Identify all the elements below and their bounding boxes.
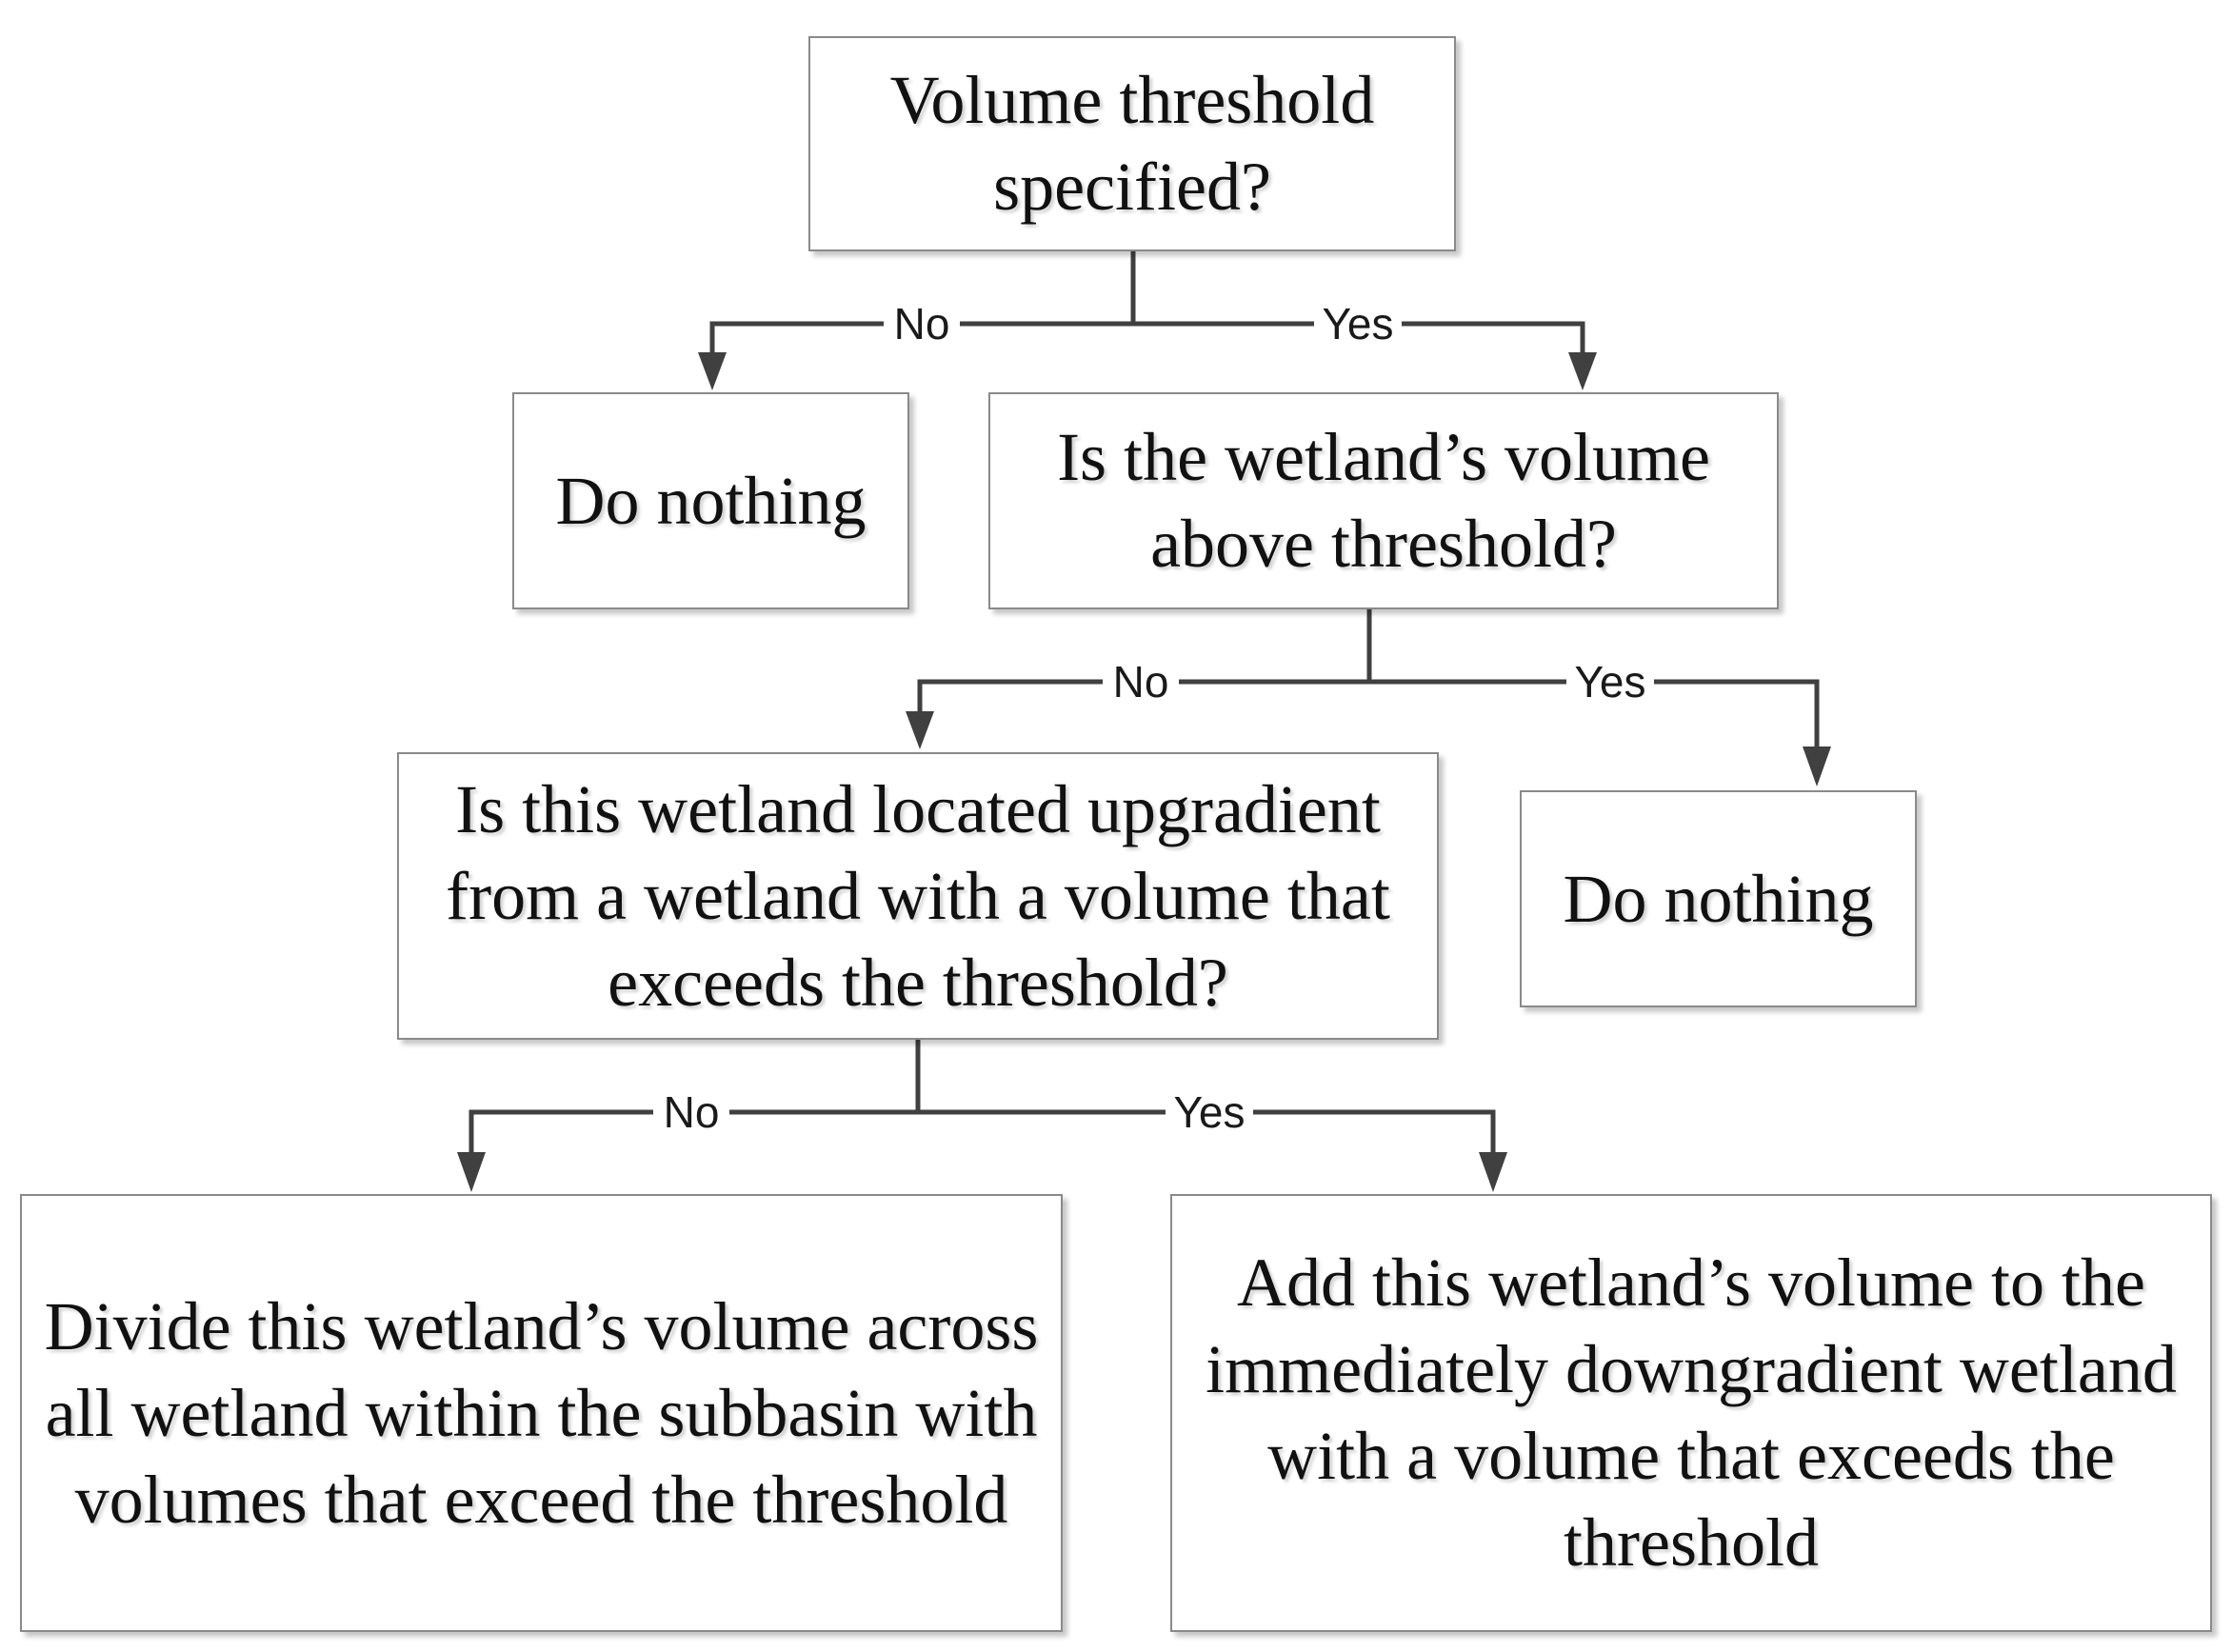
arrowhead-q3-no: [457, 1152, 486, 1192]
connector-q2-yes: [1369, 679, 1820, 754]
connector-q3-yes: [918, 1109, 1496, 1160]
edge-label-q1-yes: Yes: [1322, 299, 1393, 348]
connector-q3-no: [468, 1109, 918, 1160]
arrowhead-q3-yes: [1479, 1152, 1507, 1192]
node-add-volume: Add this wetland’s volume to the immedia…: [1170, 1194, 2212, 1632]
edge-label-q2-no: No: [1113, 657, 1169, 707]
connector-q2-no: [917, 679, 1369, 719]
node-do-nothing-1: Do nothing: [512, 392, 909, 609]
edge-label-q2-yes: Yes: [1574, 657, 1645, 707]
arrowhead-q1-no: [698, 352, 727, 390]
node-text: Do nothing: [1563, 860, 1874, 937]
node-text: Is this wetland located upgradient from …: [446, 770, 1390, 1021]
node-text: Add this wetland’s volume to the immedia…: [1206, 1244, 2177, 1581]
node-text: Volume threshold specified?: [889, 62, 1375, 225]
node-volume-above-threshold: Is the wetland’s volume above threshold?: [988, 392, 1779, 609]
connector-q1-no: [709, 321, 1133, 360]
edge-label-bg: [884, 297, 960, 350]
node-text: Do nothing: [555, 462, 867, 539]
edge-label-bg: [1314, 297, 1402, 350]
connector-q1-yes: [1133, 321, 1585, 360]
edge-label-q3-yes: Yes: [1173, 1087, 1245, 1137]
node-located-upgradient: Is this wetland located upgradient from …: [397, 752, 1439, 1040]
node-text: Is the wetland’s volume above threshold?: [1057, 419, 1710, 582]
node-divide-volume: Divide this wetland’s volume across all …: [20, 1194, 1063, 1632]
arrowhead-q2-yes: [1803, 746, 1831, 786]
edge-label-bg: [653, 1085, 729, 1139]
edge-label-q1-no: No: [894, 299, 950, 348]
edge-label-bg: [1103, 655, 1179, 708]
node-do-nothing-2: Do nothing: [1520, 790, 1917, 1007]
arrowhead-q2-no: [906, 711, 934, 749]
node-text: Divide this wetland’s volume across all …: [44, 1287, 1039, 1538]
node-volume-threshold-specified: Volume threshold specified?: [808, 36, 1456, 251]
edge-label-q3-no: No: [664, 1087, 720, 1137]
edge-label-bg: [1566, 655, 1654, 708]
edge-label-bg: [1166, 1085, 1253, 1139]
arrowhead-q1-yes: [1568, 352, 1597, 390]
